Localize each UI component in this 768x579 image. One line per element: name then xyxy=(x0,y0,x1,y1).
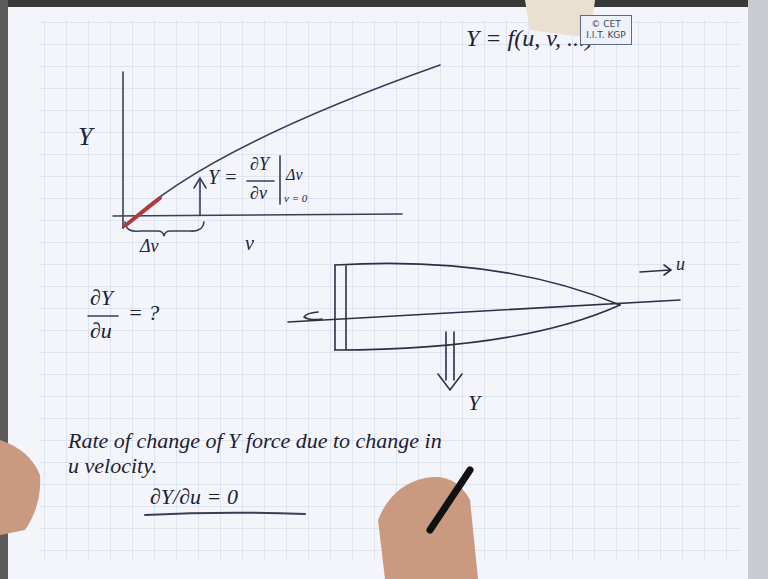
math-label: u xyxy=(676,254,685,275)
u-arrow xyxy=(640,265,671,275)
fraction-bar xyxy=(247,180,274,182)
curve xyxy=(123,65,440,228)
x-axis xyxy=(113,214,402,216)
fraction-bar xyxy=(88,315,118,317)
body-top xyxy=(335,263,620,305)
math-label: Y = f(u, v, ...) xyxy=(466,25,593,53)
brace xyxy=(125,222,204,236)
math-label: v xyxy=(245,232,254,255)
arrow-head xyxy=(194,178,206,188)
math-label: ∂Y xyxy=(250,154,269,175)
frame-top xyxy=(0,0,768,7)
underline xyxy=(145,513,305,515)
math-label: = ? xyxy=(128,300,159,325)
math-label: ∂Y/∂u = 0 xyxy=(150,484,238,509)
arrow xyxy=(199,180,201,215)
math-label: Δv xyxy=(286,166,303,184)
force-arrow xyxy=(438,332,462,390)
math-label: Y = xyxy=(208,166,238,189)
logo-text: I.I.T. KGP xyxy=(581,30,631,41)
logo-stamp: © CETI.I.T. KGP xyxy=(580,15,632,45)
math-label: Y xyxy=(78,122,92,152)
body-axis xyxy=(288,300,680,322)
y-axis xyxy=(122,72,124,228)
body-base xyxy=(345,266,347,349)
note-text: Rate of change of Y force due to change … xyxy=(68,428,448,479)
math-label: Δv xyxy=(140,236,159,257)
body-base xyxy=(334,265,336,350)
math-label: ∂u xyxy=(90,318,112,343)
math-label: ∂Y xyxy=(90,285,113,310)
math-label: v = 0 xyxy=(284,192,307,205)
hand xyxy=(0,440,40,535)
frame-right xyxy=(748,0,768,579)
eval-bar xyxy=(279,156,281,204)
math-label: Y xyxy=(468,390,480,415)
grid xyxy=(40,20,740,560)
slope-segment xyxy=(126,198,160,225)
math-label: ∂v xyxy=(250,183,267,204)
tail-loop xyxy=(304,312,322,320)
pen xyxy=(430,470,470,530)
logo-text: © CET xyxy=(581,19,631,30)
